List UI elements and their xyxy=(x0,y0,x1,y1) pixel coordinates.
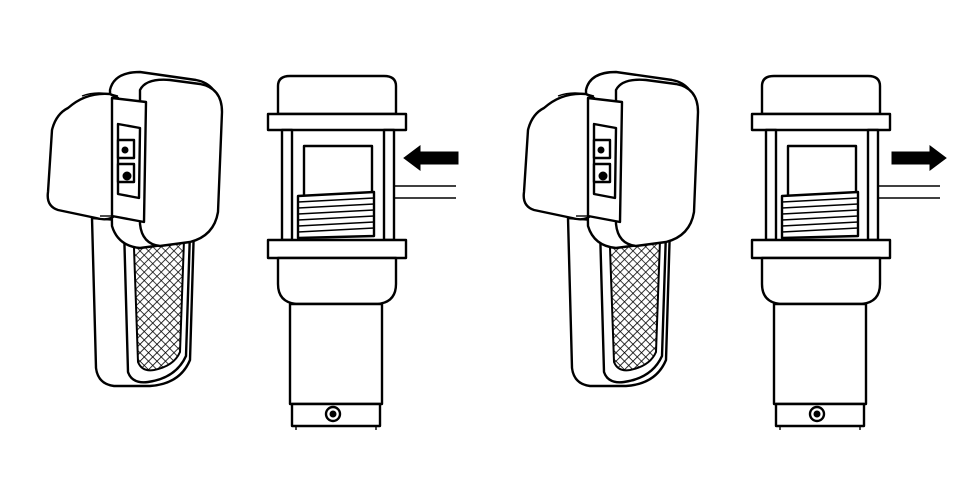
pump-left xyxy=(266,74,458,432)
handheld-controller-left xyxy=(46,70,224,388)
pump-right xyxy=(750,74,942,432)
left-panel xyxy=(46,70,459,432)
right-panel xyxy=(522,70,947,432)
arrow-out-icon xyxy=(891,145,947,171)
arrow-in-icon xyxy=(403,145,459,171)
handheld-controller-right xyxy=(522,70,700,388)
